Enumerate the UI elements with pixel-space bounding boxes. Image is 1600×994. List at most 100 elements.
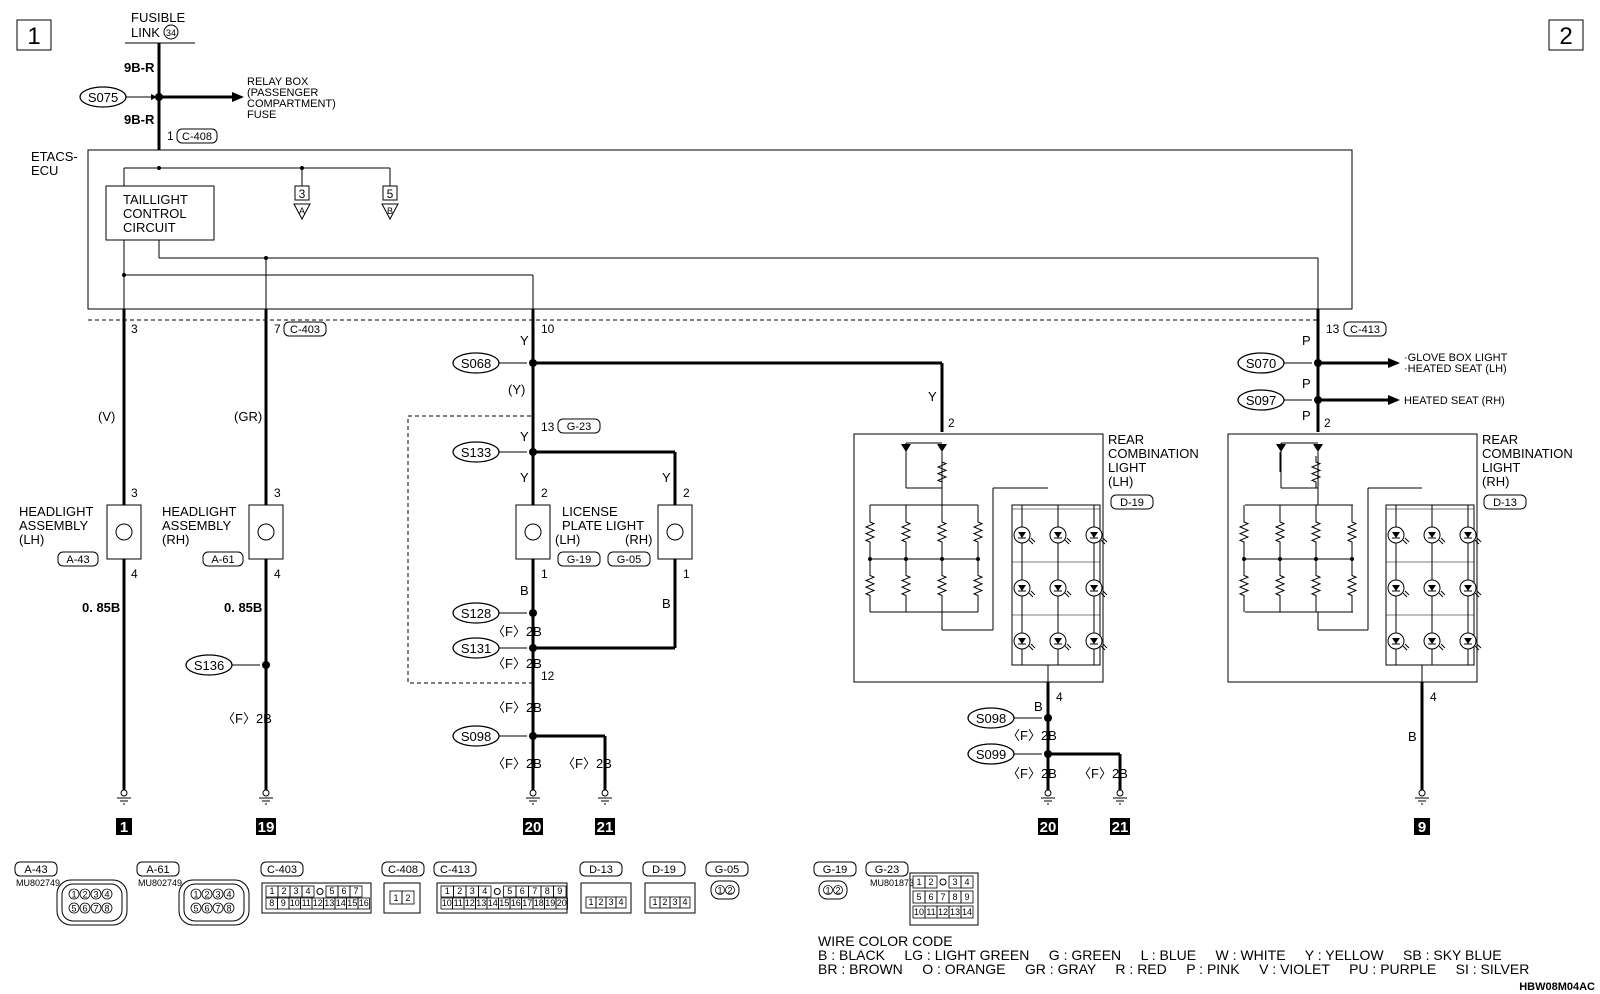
- svg-text:BR : BROWN O : ORANGE: BR : BROWN O : ORANGE GR : GRAY R : RED …: [818, 961, 1529, 977]
- connector-c408-label: C-408: [176, 128, 218, 144]
- pin-number: 4: [618, 897, 623, 907]
- circuit-license-plate: Y 10 S068 (Y) Y 13 G-23 Y S133 Y Y 2 2 L…: [407, 309, 944, 790]
- ground-stub: [1041, 789, 1055, 805]
- svg-text:1: 1: [167, 129, 174, 143]
- svg-text:B: B: [1034, 699, 1043, 714]
- pin-number: 2: [281, 886, 286, 896]
- svg-text:20: 20: [1040, 819, 1057, 836]
- pin-number: 8: [269, 898, 274, 908]
- svg-text:CIRCUIT: CIRCUIT: [123, 220, 176, 235]
- svg-text:MU801873: MU801873: [870, 878, 914, 888]
- svg-text:C-413: C-413: [1350, 324, 1380, 336]
- svg-text:S133: S133: [461, 445, 491, 460]
- rear-lh-led-3-1: [1013, 632, 1036, 651]
- svg-text:·HEATED SEAT (LH): ·HEATED SEAT (LH): [1404, 363, 1507, 375]
- pin-number: 12: [313, 898, 323, 908]
- pin-number: 1: [445, 886, 450, 896]
- circuit-rear-lh-ground: B S098 〈F〉2B S099 〈F〉2B 〈F〉2B: [967, 699, 1128, 790]
- pin-number: 6: [204, 904, 209, 914]
- pin-number: 6: [520, 886, 525, 896]
- rear-rh-led-3-3: [1459, 632, 1482, 651]
- svg-text:P: P: [1302, 408, 1311, 423]
- svg-text:COMBINATION: COMBINATION: [1482, 446, 1573, 461]
- pin-number: 16: [359, 898, 369, 908]
- ground-20-license: 20: [523, 818, 543, 836]
- svg-text:(LH): (LH): [1108, 474, 1133, 489]
- svg-text:(Y): (Y): [508, 382, 525, 397]
- svg-text:13: 13: [541, 420, 555, 434]
- rear-lh-resistor-feed: [936, 456, 948, 488]
- pin-number: 1: [269, 886, 274, 896]
- svg-text:B: B: [520, 583, 529, 598]
- svg-text:S099: S099: [976, 747, 1006, 762]
- rear-rh-resistor-feed: [1310, 456, 1322, 488]
- svg-text:D-13: D-13: [589, 864, 613, 876]
- svg-text:S128: S128: [461, 606, 491, 621]
- svg-text:A-61: A-61: [146, 864, 169, 876]
- etacs-ecu: ETACS- ECU TAILLIGHT CONTROL CIRCUIT 3 A…: [31, 149, 1353, 321]
- pin-number: 15: [347, 898, 357, 908]
- pin-number: 10: [914, 907, 924, 917]
- svg-text:LIGHT: LIGHT: [1108, 460, 1146, 475]
- svg-text:MU802749: MU802749: [16, 878, 60, 888]
- pin-number: 7: [532, 886, 537, 896]
- pin-number: 6: [928, 892, 933, 902]
- ground-stub: [598, 789, 612, 805]
- svg-text:4: 4: [131, 567, 138, 581]
- svg-text:2: 2: [683, 486, 690, 500]
- svg-text:LICENSE: LICENSE: [562, 504, 618, 519]
- svg-text:3: 3: [274, 486, 281, 500]
- svg-text:FUSE: FUSE: [247, 109, 276, 121]
- pin-number: 13: [476, 898, 486, 908]
- pin-number: 7: [93, 904, 98, 914]
- rear-rh-resistor-bot-1: [1238, 559, 1250, 612]
- ground-19: 19: [256, 818, 276, 836]
- pin-number: 7: [940, 892, 945, 902]
- svg-text:9B-R: 9B-R: [124, 112, 155, 127]
- pin-number: 2: [727, 886, 732, 896]
- ground-stub: [1113, 789, 1127, 805]
- page-box-left: 1: [16, 19, 52, 51]
- ground-stub: [117, 789, 131, 805]
- svg-text:(LH): (LH): [555, 532, 580, 547]
- svg-text:C-413: C-413: [440, 864, 470, 876]
- svg-text:A-43: A-43: [66, 554, 89, 566]
- svg-text:10: 10: [541, 322, 555, 336]
- svg-text:(RH): (RH): [625, 532, 652, 547]
- svg-text:G-23: G-23: [875, 864, 899, 876]
- svg-text:PLATE LIGHT: PLATE LIGHT: [562, 518, 644, 533]
- pin-number: 7: [215, 904, 220, 914]
- svg-text:HEADLIGHT: HEADLIGHT: [162, 504, 236, 519]
- svg-text:B: B: [1408, 729, 1417, 744]
- rear-rh-led-3-1: [1387, 632, 1410, 651]
- rear-lh-resistor-bot-4: [972, 559, 984, 612]
- svg-text:5: 5: [387, 187, 394, 201]
- pin-number: 2: [82, 890, 87, 900]
- pin-number: 13: [950, 907, 960, 917]
- svg-text:A: A: [299, 206, 305, 216]
- pin-number: 1: [717, 886, 722, 896]
- pin-number: 5: [507, 886, 512, 896]
- svg-text:D-19: D-19: [1120, 497, 1144, 509]
- rear-lh-resistor-bot-1: [864, 559, 876, 612]
- svg-text:20: 20: [525, 819, 542, 836]
- svg-text:3: 3: [299, 187, 306, 201]
- svg-text:P: P: [1302, 376, 1311, 391]
- pin-number: 5: [71, 904, 76, 914]
- pin-number: 4: [305, 886, 310, 896]
- svg-text:34: 34: [166, 28, 176, 38]
- rear-rh-resistor-top-1: [1238, 505, 1250, 559]
- svg-text:G-05: G-05: [715, 864, 739, 876]
- lamp-symbols: [864, 452, 1482, 665]
- circuit-headlight-rh: 7 C-403 (GR) 3 4 HEADLIGHT ASSEMBLY (RH)…: [162, 309, 327, 790]
- pin-number: 20: [557, 898, 567, 908]
- pin-number: 16: [511, 898, 521, 908]
- svg-text:G-05: G-05: [617, 554, 641, 566]
- svg-text:G-19: G-19: [823, 864, 847, 876]
- svg-text:A-43: A-43: [24, 864, 47, 876]
- rear-lh-led-2-3: [1085, 579, 1108, 598]
- svg-text:FUSIBLE: FUSIBLE: [131, 10, 186, 25]
- pin-number: 8: [545, 886, 550, 896]
